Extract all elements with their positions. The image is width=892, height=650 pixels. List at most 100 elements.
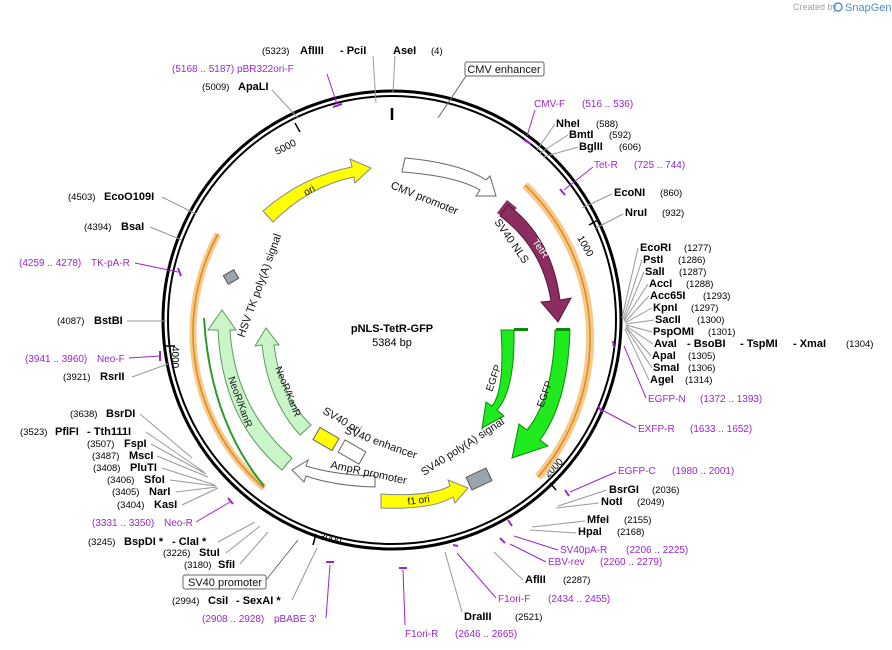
neokanr-arrow-inner (254, 327, 312, 436)
primer-cmv-f: CMV-F (516 .. 536) (523, 99, 633, 145)
svg-text:PflFI: PflFI (55, 426, 79, 438)
label-acc65i: Acc65I(1293) (650, 290, 730, 302)
svg-text:BstBI: BstBI (94, 315, 123, 327)
svg-text:HpaI: HpaI (578, 526, 602, 538)
label-acci: AccI(1288) (649, 278, 713, 290)
svg-text:(2287): (2287) (563, 575, 590, 586)
sv40-promoter-label: SV40 promoter (188, 577, 262, 589)
svg-text:- ClaI *: - ClaI * (172, 536, 207, 548)
svg-text:SfoI: SfoI (144, 474, 165, 486)
svg-text:MscI: MscI (129, 450, 153, 462)
svg-text:SmaI: SmaI (653, 362, 679, 374)
svg-text:(2434 .. 2455): (2434 .. 2455) (548, 594, 610, 605)
egfp-arrow-inner (481, 329, 515, 429)
svg-text:(1277): (1277) (684, 243, 711, 254)
svg-text:(3331 .. 3350): (3331 .. 3350) (92, 518, 154, 529)
label-avai-group: AvaI - BsoBI - TspMI - XmaI (1304) (654, 338, 873, 350)
svg-text:BspDI *: BspDI * (124, 536, 164, 548)
neokanr-arrow-outer (207, 309, 293, 471)
primer-egfp-n: EGFP-N (1372 .. 1393) (612, 340, 762, 405)
sv40-polya-box (465, 467, 493, 491)
ori-arrow (262, 158, 372, 223)
svg-text:CsiI: CsiI (208, 595, 228, 607)
svg-text:- SexAI *: - SexAI * (236, 595, 281, 607)
sv40-promoter-box (182, 574, 267, 590)
cmv-enhancer-leader (437, 75, 467, 119)
label-pspomi: PspOMI(1301) (653, 326, 735, 338)
tick-4000: 4000 (169, 346, 180, 369)
svg-text:(1297): (1297) (691, 303, 718, 314)
label-pflfi-tth111i: (3523) PflFI - Tth111I (20, 426, 205, 473)
svg-text:SfiI: SfiI (218, 559, 235, 571)
svg-text:BsrGI: BsrGI (609, 484, 639, 496)
svg-text:(2994): (2994) (172, 596, 199, 607)
svg-text:F1ori-R: F1ori-R (405, 629, 438, 640)
label-smai: SmaI(1306) (653, 362, 715, 374)
svg-text:(1305): (1305) (688, 351, 715, 362)
svg-text:ApaI: ApaI (652, 350, 676, 362)
label-aflii: AflII (2287) (493, 551, 590, 586)
svg-text:(2036): (2036) (652, 485, 679, 496)
svg-text:(3180): (3180) (184, 560, 211, 571)
tick-5000: 5000 (273, 138, 298, 158)
primer-tk-pa-r: (4259 .. 4278) TK-pA-R (19, 258, 182, 277)
svg-text:- TspMI: - TspMI (740, 338, 778, 350)
primer-exfp-r: EXFP-R (1633 .. 1652) (597, 405, 752, 435)
svg-text:(1293): (1293) (703, 291, 730, 302)
f1-ori-label: f1 ori (407, 494, 431, 508)
svg-text:(4394): (4394) (84, 222, 111, 233)
svg-text:(1286): (1286) (678, 255, 705, 266)
hsv-tk-box (222, 268, 240, 286)
svg-text:NarI: NarI (149, 486, 170, 498)
label-sfii: (3180) SfiI (184, 531, 269, 571)
label-hpai: HpaI (2168) (529, 526, 644, 538)
label-fspi: (3507) FspI (87, 438, 207, 475)
label-bmti: BmtI (592) (539, 129, 631, 154)
svg-text:SV40pA-R: SV40pA-R (560, 545, 607, 556)
neo-inner-arc (203, 317, 265, 487)
svg-text:PluTI: PluTI (130, 462, 157, 474)
label-bstbi: (4087) BstBI (57, 315, 166, 327)
label-bspdi-clai: (3245) BspDI * - ClaI * (88, 521, 256, 548)
hsv-tk-label: HSV TK poly(A) signal (236, 232, 285, 339)
svg-text:(3404): (3404) (117, 500, 144, 511)
svg-text:pBABE 3': pBABE 3' (274, 614, 317, 625)
svg-text:EcoRI: EcoRI (640, 242, 671, 254)
label-draiii: DraIII (2521) (444, 551, 542, 623)
primer-sv40pa-r: SV40pA-R (2206 .. 2225) (507, 519, 688, 556)
label-bsai: (4394) BsaI (84, 221, 183, 241)
svg-text:NotI: NotI (601, 496, 622, 508)
svg-text:(1980 .. 2001): (1980 .. 2001) (672, 466, 734, 477)
label-kpni: KpnI(1297) (653, 302, 718, 314)
svg-text:(4503): (4503) (68, 192, 95, 203)
sv40-ori-box (312, 426, 340, 452)
svg-text:(3226): (3226) (163, 548, 190, 559)
plasmid-name: pNLS-TetR-GFP (351, 323, 433, 335)
svg-text:ApaLI: ApaLI (238, 81, 269, 93)
svg-text:(2908 .. 2928): (2908 .. 2928) (202, 614, 264, 625)
svg-text:(3921): (3921) (63, 372, 90, 383)
svg-text:AccI: AccI (649, 278, 672, 290)
label-mfei: MfeI (2155) (531, 514, 651, 528)
mcs-leaders (621, 247, 655, 381)
svg-text:EcoNI: EcoNI (614, 187, 645, 199)
svg-text:(5168 .. 5187) pBR322ori-F: (5168 .. 5187) pBR322ori-F (172, 64, 294, 75)
svg-text:TK-pA-R: TK-pA-R (91, 258, 130, 269)
backbone-outer (161, 89, 623, 551)
label-ecoo109i: (4503) EcoO109I (68, 191, 197, 215)
svg-text:AvaI: AvaI (654, 338, 677, 350)
primer-f1ori-f: F1ori-F (2434 .. 2455) (452, 544, 610, 605)
egfp-start-mark-1 (514, 328, 528, 331)
svg-text:NheI: NheI (556, 118, 580, 130)
svg-text:(2155): (2155) (624, 515, 651, 526)
svg-text:(860): (860) (660, 188, 682, 199)
label-apai: ApaI (1305) (652, 350, 715, 362)
svg-text:- BsoBI: - BsoBI (687, 338, 726, 350)
snapgene-logo: SnapGene (833, 2, 892, 14)
tick-3000: 3000 (318, 531, 343, 547)
credit-text: Created by (793, 2, 838, 12)
label-sacii: SacII(1300) (655, 314, 724, 326)
svg-text:SacII: SacII (655, 314, 681, 326)
svg-text:EGFP-C: EGFP-C (618, 466, 656, 477)
svg-text:AseI: AseI (393, 45, 416, 57)
